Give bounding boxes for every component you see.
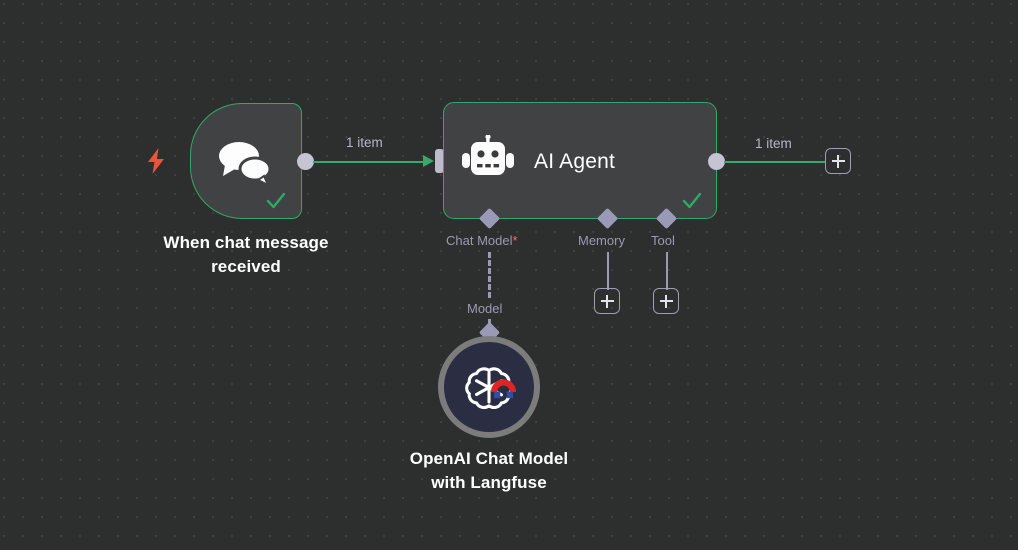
openai-logo-icon [462, 360, 517, 414]
agent-input-connector[interactable] [435, 149, 444, 173]
magnet-icon [490, 379, 517, 399]
port-label-text: Memory [578, 233, 625, 248]
add-node-after-agent-button[interactable] [825, 148, 851, 174]
node-title-trigger: When chat message received [163, 233, 329, 277]
wire-trigger-to-agent[interactable] [313, 160, 425, 163]
wire-memory-stem[interactable] [606, 252, 609, 290]
node-title-openai: OpenAI Chat Model with Langfuse [409, 449, 569, 493]
lightning-bolt-icon [146, 148, 166, 174]
port-label-text: Chat Model [446, 233, 513, 248]
node-when-chat-message-received[interactable] [190, 103, 302, 219]
agent-port-label-chat-model: Chat Model* [446, 233, 518, 248]
status-check-icon [681, 190, 703, 212]
status-check-icon [265, 190, 287, 212]
wire-agent-to-openai-upper[interactable] [488, 252, 491, 298]
add-memory-button[interactable] [594, 288, 620, 314]
node-ai-agent[interactable]: AI Agent [443, 102, 717, 219]
wire-agent-to-next[interactable] [724, 160, 825, 163]
connection-label-agent-next: 1 item [755, 136, 792, 151]
chat-bubbles-icon [217, 138, 275, 188]
wire-arrow-icon [422, 153, 436, 169]
agent-output-connector[interactable] [708, 153, 725, 170]
connection-label-trigger-agent: 1 item [346, 135, 383, 150]
agent-port-label-memory: Memory [578, 233, 625, 248]
node-label-ai-agent: AI Agent [534, 150, 615, 173]
required-marker: * [512, 233, 518, 248]
connection-label-model: Model [467, 301, 503, 316]
agent-port-label-tool: Tool [651, 233, 675, 248]
port-label-text: Tool [651, 233, 675, 248]
add-tool-button[interactable] [653, 288, 679, 314]
robot-icon [462, 134, 514, 181]
wire-tool-stem[interactable] [665, 252, 668, 290]
trigger-output-connector[interactable] [297, 153, 314, 170]
node-openai-chat-model[interactable] [438, 336, 540, 438]
